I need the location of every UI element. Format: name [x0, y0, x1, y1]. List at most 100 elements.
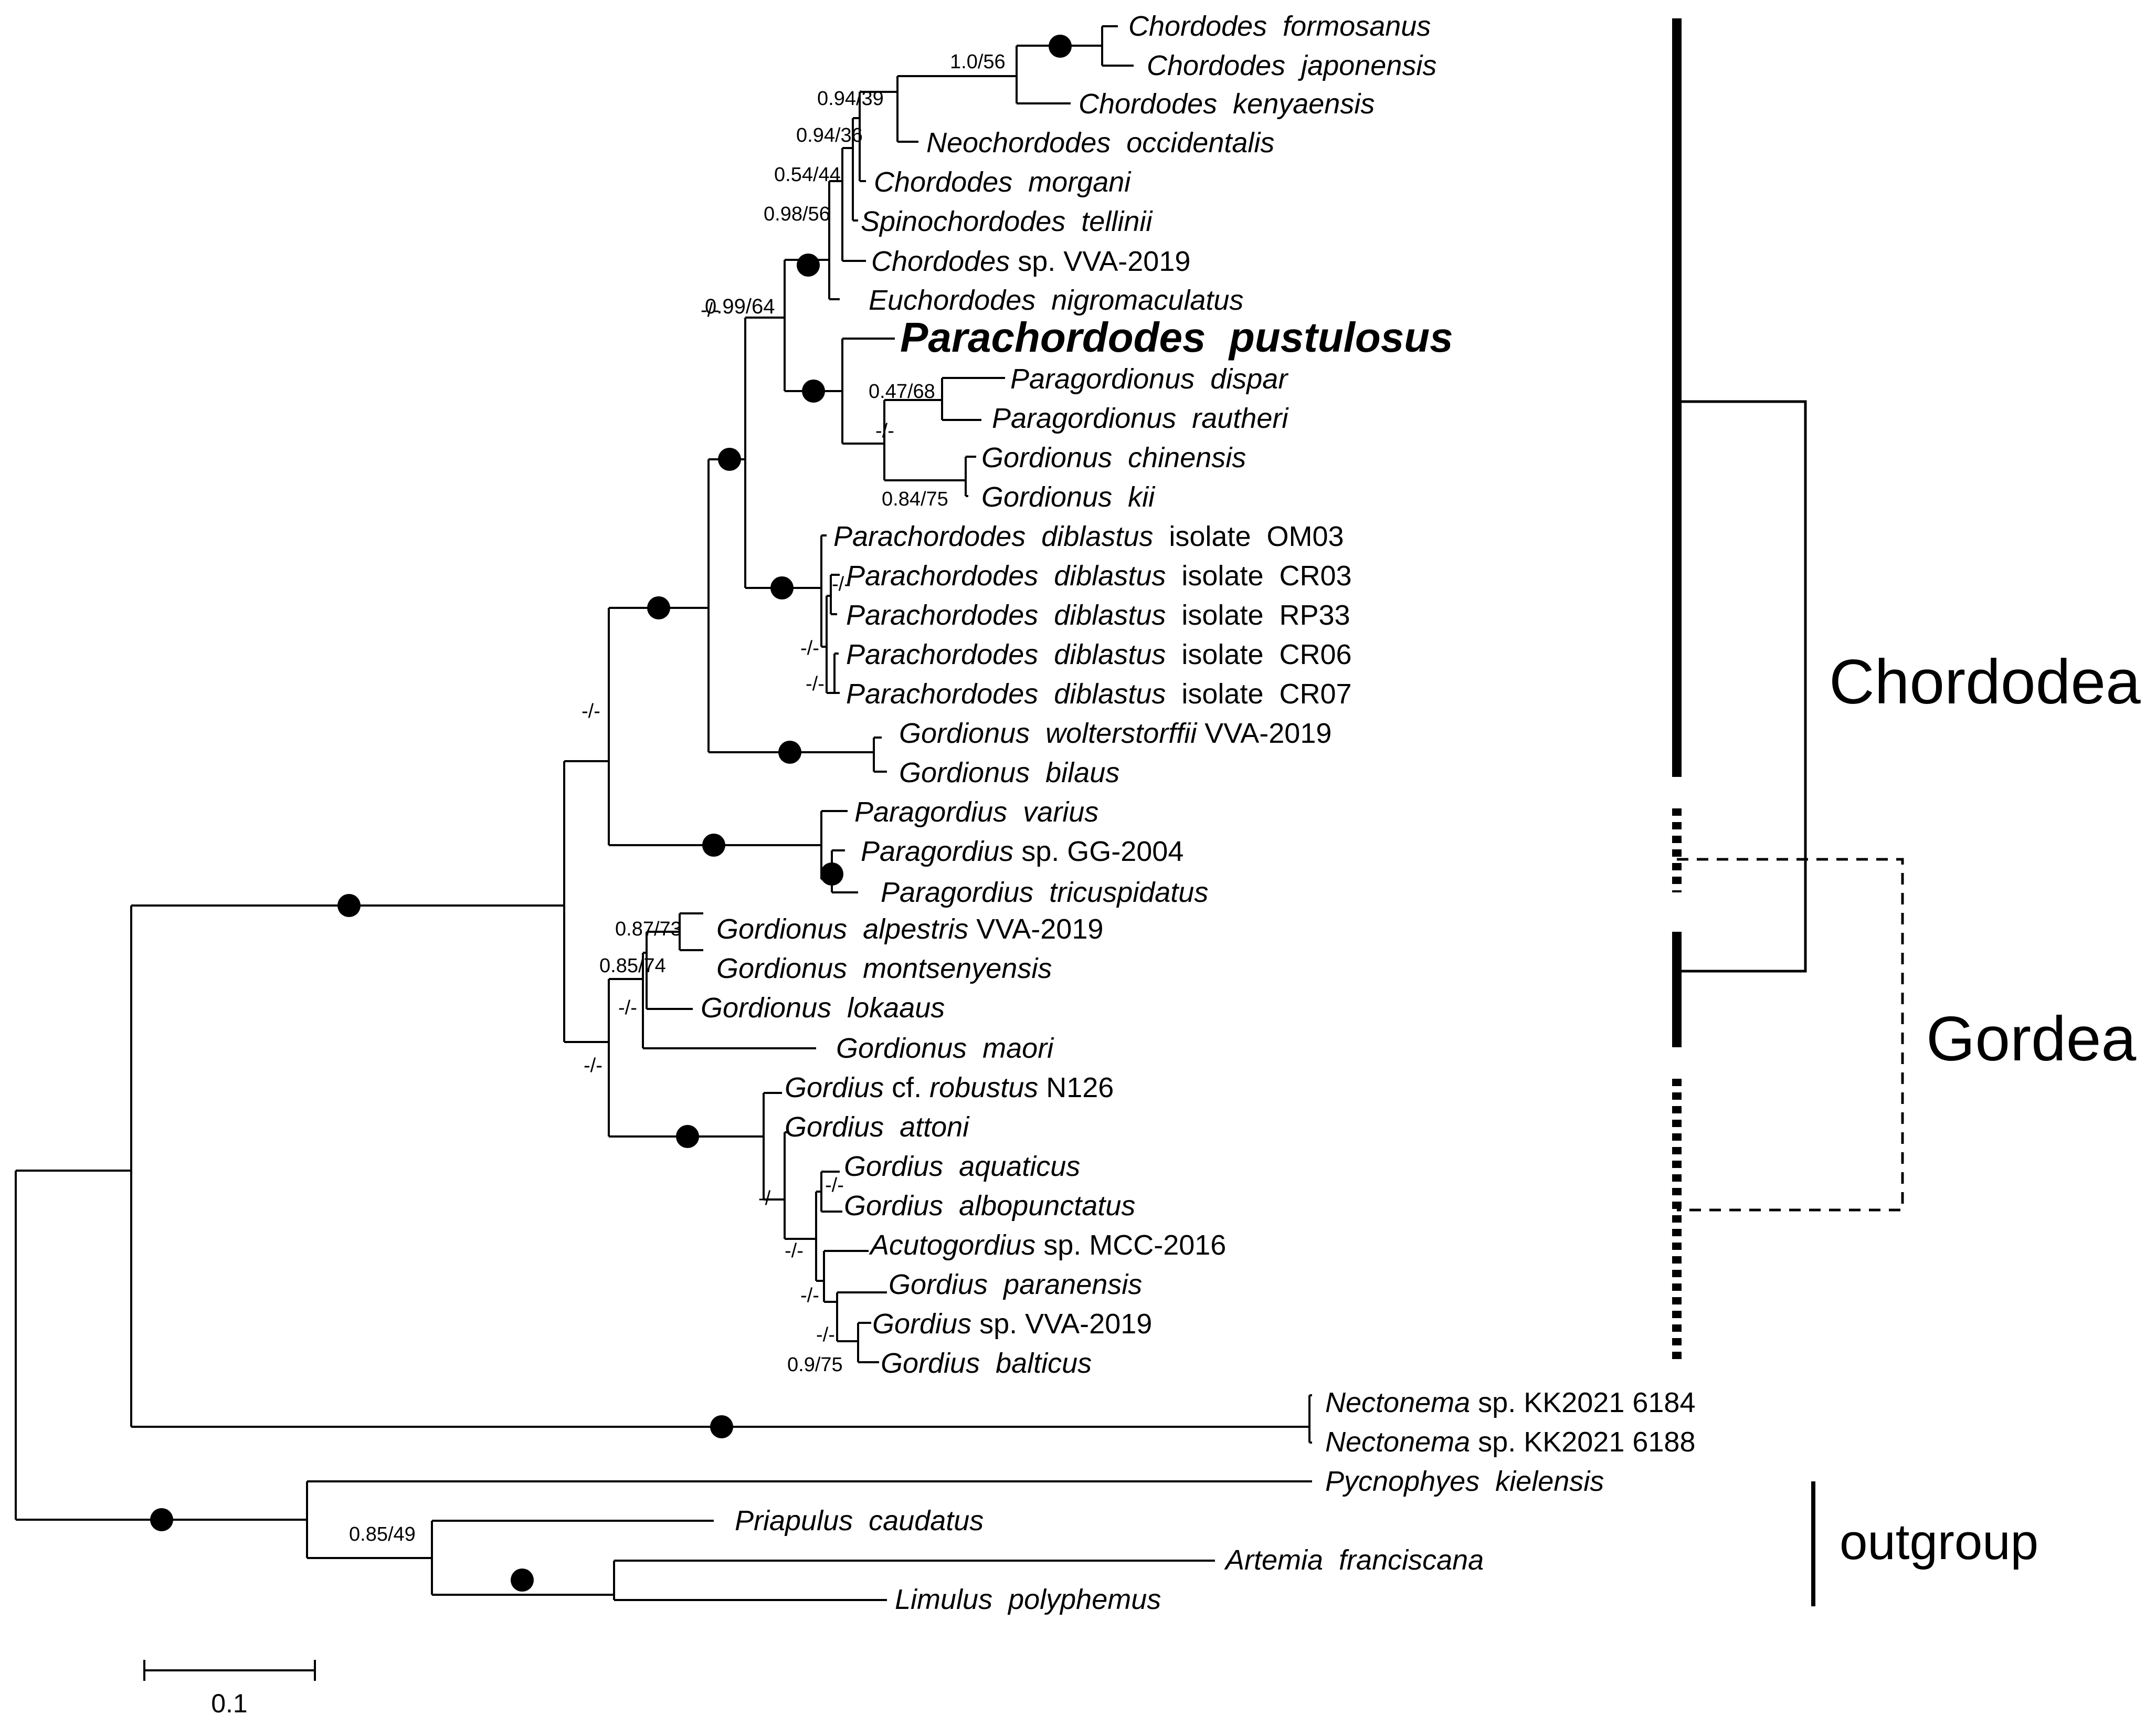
taxon-label-part: Gordionus wolterstorffii — [899, 718, 1198, 749]
artemia-limulus-branch — [613, 1560, 1215, 1601]
taxon-label-part: Chordodes kenyaensis — [1079, 88, 1375, 120]
taxon-label-occidentalis: Neochordodes occidentalis — [926, 127, 1274, 159]
taxon-label-kenyaensis: Chordodes kenyaensis — [1079, 88, 1375, 120]
taxon-label-part: Pycnophyes kielensis — [1325, 1466, 1604, 1497]
chordodea-branch — [608, 607, 821, 846]
taxon-label-part: cf. — [884, 1072, 929, 1103]
taxon-label-part: sp. VVA-2019 — [1010, 246, 1190, 277]
paranensis-branch — [836, 1291, 887, 1342]
taxon-label-wolterstorffii: Gordionus wolterstorffii VVA-2019 — [899, 718, 1331, 749]
full-support-dot — [778, 741, 801, 764]
balticus-branch — [857, 1322, 879, 1363]
taxon-label-nect6188: Nectonema sp. KK2021 6188 — [1325, 1426, 1696, 1458]
aquaticus-branch — [820, 1171, 842, 1213]
support-value: 0.9/75 — [787, 1354, 843, 1376]
support-value: 0.85/74 — [599, 955, 666, 977]
taxon-label-part: Chordodes formosanus — [1128, 10, 1431, 42]
chordodea-bracket — [1677, 400, 1807, 973]
taxon-label-albopunctatus: Gordius albopunctatus — [844, 1190, 1135, 1222]
support-value: 0.85/49 — [349, 1523, 416, 1545]
taxon-label-nect6184: Nectonema sp. KK2021 6184 — [1325, 1387, 1696, 1418]
taxon-label-part: Chordodes morgani — [874, 166, 1132, 198]
taxon-label-part: Paragordionus rautheri — [992, 403, 1289, 434]
taxon-label-part: VVA-2019 — [1197, 718, 1331, 749]
full-support-dot — [710, 1415, 733, 1438]
taxon-label-part: sp. GG-2004 — [1013, 836, 1183, 867]
taxon-label-part: Euchordodes nigromaculatus — [869, 285, 1243, 316]
priapulus-branch — [431, 1520, 714, 1596]
tellinii-branch — [852, 117, 860, 222]
taxon-label-part: Neochordodes occidentalis — [926, 127, 1274, 159]
full-support-dot — [820, 862, 843, 886]
group-annotations: Chordodea Gordea outgroup — [1672, 18, 2141, 1606]
taxon-label-part: isolate RP33 — [1166, 599, 1350, 631]
taxon-label-bilaus: Gordionus bilaus — [899, 757, 1119, 788]
taxon-label-part: Gordius balticus — [881, 1348, 1092, 1379]
taxon-label-robustus: Gordius cf. robustus N126 — [785, 1072, 1114, 1103]
outgroup-label: outgroup — [1840, 1514, 2038, 1570]
support-value: -/- — [758, 1187, 777, 1209]
taxon-label-aquaticus: Gordius aquaticus — [844, 1151, 1080, 1182]
taxon-label-montsenyensis: Gordionus montsenyensis — [716, 953, 1052, 984]
full-support-dot — [337, 894, 361, 917]
taxon-label-paranensis: Gordius paranensis — [889, 1269, 1142, 1300]
taxon-label-part: Gordionus montsenyensis — [716, 953, 1052, 984]
chordodea-label: Chordodea — [1829, 647, 2141, 717]
taxon-label-part: Priapulus caudatus — [735, 1505, 984, 1536]
support-value: -/- — [701, 299, 720, 321]
support-value: -/- — [816, 1324, 835, 1346]
full-support-dot — [718, 448, 741, 471]
taxon-label-part: Gordionus maori — [836, 1033, 1054, 1064]
alpestris-branch — [679, 912, 703, 951]
chordodes-vva-branch — [841, 147, 866, 262]
morgani-branch — [859, 91, 897, 182]
support-value: -/- — [584, 1055, 603, 1077]
taxon-label-part: Parachordodes diblastus — [846, 599, 1166, 631]
full-support-dot — [676, 1125, 699, 1148]
formosanus-branch — [1101, 25, 1134, 67]
taxon-label-part: Parachordodes diblastus — [846, 678, 1166, 710]
support-value: 0.54/44 — [774, 164, 841, 186]
acutogordius-branch — [823, 1250, 869, 1303]
taxon-label-paragordius_gg: Paragordius sp. GG-2004 — [861, 836, 1183, 867]
support-value: -/- — [875, 420, 894, 442]
taxon-label-japonensis: Chordodes japonensis — [1147, 50, 1436, 81]
taxon-label-rautheri: Paragordionus rautheri — [992, 403, 1289, 434]
taxon-label-cr07: Parachordodes diblastus isolate CR07 — [846, 678, 1352, 710]
support-value: -/- — [832, 573, 851, 595]
taxon-label-part: Limulus polyphemus — [895, 1584, 1161, 1615]
taxon-label-part: Acutogordius — [869, 1229, 1035, 1261]
taxon-label-limulus: Limulus polyphemus — [895, 1584, 1161, 1615]
paragordionus-gordionus-branch — [841, 338, 895, 445]
taxon-label-part: Parachordodes diblastus — [846, 560, 1166, 592]
taxon-label-alpestris: Gordionus alpestris VVA-2019 — [716, 913, 1103, 945]
taxon-label-balticus: Gordius balticus — [881, 1348, 1092, 1379]
taxon-label-part: isolate CR06 — [1166, 639, 1351, 670]
taxon-label-part: VVA-2019 — [968, 913, 1103, 945]
taxon-label-part: Spinochordodes tellinii — [861, 206, 1153, 237]
support-value: -/- — [825, 1174, 844, 1196]
taxon-label-rp33: Parachordodes diblastus isolate RP33 — [846, 599, 1350, 631]
bilaus-branch — [873, 736, 887, 773]
taxon-label-gordius_vva: Gordius sp. VVA-2019 — [872, 1308, 1152, 1340]
taxon-label-part: Gordius — [872, 1308, 971, 1340]
taxon-label-part: Parachordodes pustulosus — [900, 314, 1453, 361]
taxon-label-part: Artemia franciscana — [1224, 1544, 1484, 1576]
taxon-label-part: Gordionus kii — [981, 481, 1156, 513]
lokaaus-branch — [646, 931, 693, 1010]
nectonema-branch — [1308, 1394, 1312, 1444]
gordiida-branch — [563, 760, 609, 1043]
cr07-branch — [833, 652, 840, 694]
taxon-label-morgani: Chordodes morgani — [874, 166, 1132, 198]
taxon-label-part: Paragordius — [861, 836, 1013, 867]
taxon-label-tellinii: Spinochordodes tellinii — [861, 206, 1153, 237]
scale-bar-label: 0.1 — [211, 1689, 248, 1718]
taxon-label-part: isolate CR07 — [1166, 678, 1351, 710]
support-value: -/- — [582, 700, 600, 722]
taxon-label-nigromaculatus: Euchordodes nigromaculatus — [869, 285, 1243, 316]
scale-bar-line — [143, 1660, 316, 1681]
support-value: 0.98/56 — [764, 203, 830, 225]
attoni-branch — [784, 1131, 816, 1240]
